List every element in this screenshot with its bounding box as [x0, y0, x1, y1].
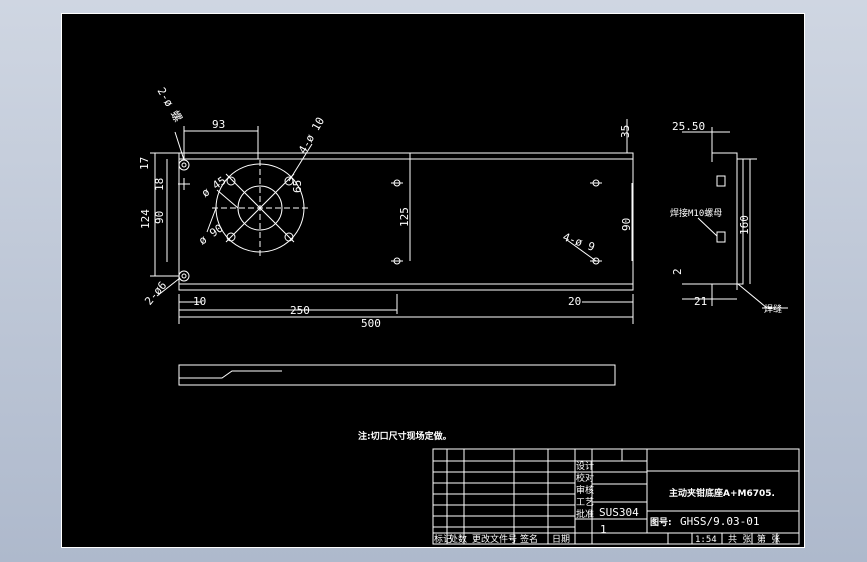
dim-65: 65	[291, 180, 304, 193]
header-mark: 标记	[434, 533, 452, 545]
header-signature: 签名	[520, 533, 538, 545]
title-block: SUS304 1 主动夹钳底座A+M6705. 图号: GHSS/9.03-01…	[432, 448, 800, 545]
dim-2phi-top: 2-ø 螺	[155, 85, 185, 124]
dim-93: 93	[212, 118, 225, 131]
dim-90-left: 90	[153, 211, 166, 224]
dim-phi90: ø 90	[196, 222, 225, 248]
material-value: SUS304	[599, 506, 639, 519]
dim-21: 21	[694, 295, 707, 308]
dim-500: 500	[361, 317, 381, 330]
drawing-canvas: 93 35 124 90 17 18 125 90 10 250 500 20 …	[138, 85, 800, 545]
dim-35: 35	[619, 125, 632, 138]
front-view: 93 35 124 90 17 18 125 90 10 250 500 20 …	[138, 85, 634, 330]
sheet-row: 共 张 第 张	[728, 533, 780, 545]
drawing-no: GHSS/9.03-01	[680, 515, 759, 528]
dim-4phi9: 4-ø 9	[561, 230, 597, 254]
dim-2phi-bottom: 2-ø6	[142, 279, 169, 308]
part-name: 主动夹钳底座A+M6705.	[669, 487, 775, 499]
quantity-value: 1	[600, 523, 607, 536]
dim-124: 124	[139, 209, 152, 229]
side-view: 25.50 160 2 21 焊缝 焊接M10螺母	[670, 120, 788, 315]
label-review: 审核	[576, 484, 594, 496]
scale-value: 1:54	[695, 535, 717, 545]
drawing-no-label: 图号:	[650, 517, 672, 528]
label-design: 设计	[576, 460, 594, 472]
header-date: 日期	[552, 534, 570, 545]
dim-125: 125	[398, 207, 411, 227]
dim-2: 2	[671, 268, 684, 275]
dim-20: 20	[568, 295, 581, 308]
dim-25-50: 25.50	[672, 120, 705, 133]
dim-250: 250	[290, 304, 310, 317]
dim-90-right: 90	[620, 218, 633, 231]
dim-160: 160	[738, 215, 751, 235]
header-change-doc: 更改文件号	[472, 533, 517, 545]
cad-viewport[interactable]: 93 35 124 90 17 18 125 90 10 250 500 20 …	[61, 13, 805, 548]
weld-note: 焊缝	[764, 303, 782, 315]
header-count: 处数	[449, 533, 467, 545]
dim-10: 10	[193, 295, 206, 308]
side-note: 焊接M10螺母	[670, 207, 722, 219]
bottom-view	[178, 364, 616, 386]
label-approve: 批准	[576, 508, 594, 520]
dim-17: 17	[138, 157, 151, 170]
dim-18: 18	[153, 178, 166, 191]
main-note: 注:切口尺寸现场定做。	[358, 430, 452, 442]
label-process: 工艺	[576, 497, 594, 508]
label-check: 校对	[576, 472, 594, 484]
dim-4phi10: 4-ø 10	[296, 115, 327, 156]
